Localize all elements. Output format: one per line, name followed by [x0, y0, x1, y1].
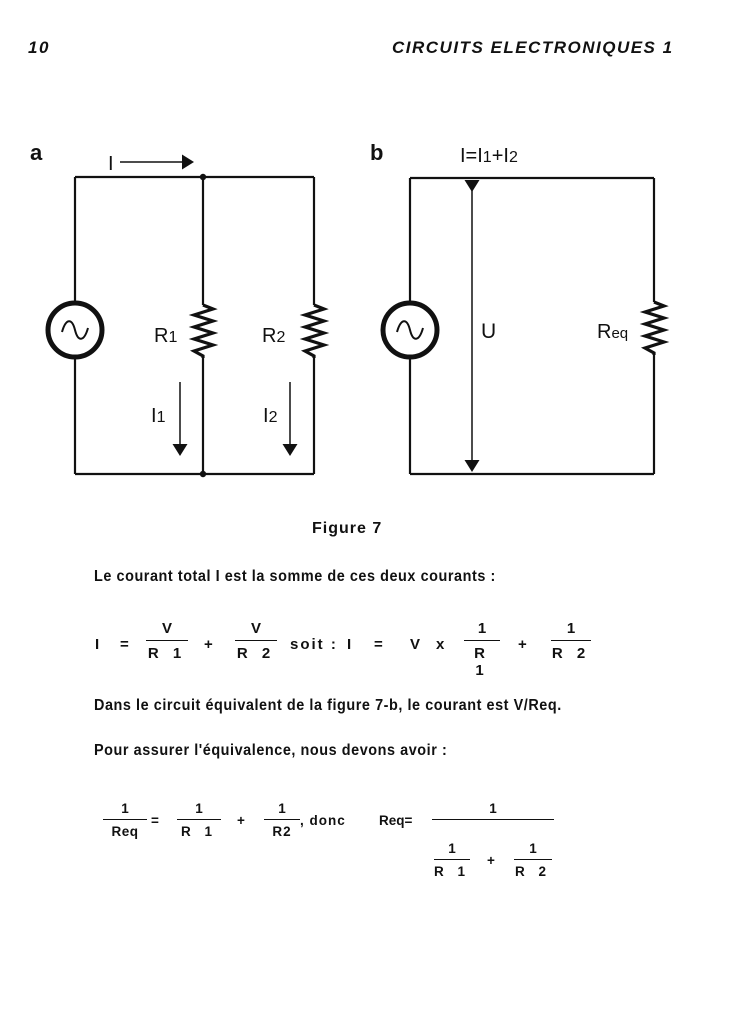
junction-bottom — [199, 470, 207, 478]
r1-label: R1 — [154, 325, 177, 347]
current-sum-label: I=I1+I2 — [460, 145, 518, 167]
req-label: Req — [597, 321, 628, 343]
eq2-fraction-1-r2-den: 1 R 2 — [514, 841, 552, 879]
junction-top — [199, 173, 207, 181]
total-current-label: I — [108, 153, 114, 175]
panel-a-label: a — [30, 140, 43, 165]
ac-source-icon — [380, 300, 440, 360]
eq2-fraction-1-r1: 1 R 1 — [177, 801, 221, 839]
eq1-lhs: I — [95, 636, 100, 653]
eq1-lhs2: I — [347, 636, 352, 653]
ac-source-icon — [45, 300, 105, 360]
resistor-r2-icon — [299, 303, 330, 358]
r2-label: R2 — [262, 325, 285, 347]
eq1-equals: = — [120, 636, 129, 653]
r2-sub: 2 — [276, 329, 285, 346]
resistor-req-icon — [639, 300, 670, 355]
eq2-big-fraction: 1 — [432, 801, 554, 820]
circuit-b: b I=I1+I2 U Req — [370, 140, 670, 476]
eq1-soit: soit : — [290, 636, 338, 653]
paragraph-2: Dans le circuit équivalent de la figure … — [94, 697, 562, 714]
eq2-equals: = — [151, 813, 159, 828]
circuit-a: a I R1 R2 I1 I2 — [30, 140, 330, 478]
eq1-fraction-v-r1: V R 1 — [146, 620, 188, 662]
eq2-plus2: + — [487, 853, 495, 868]
voltage-label: U — [481, 320, 496, 343]
eq2-fraction-1-r1-den: 1 R 1 — [434, 841, 471, 879]
eq2-req-lhs: Req= — [379, 813, 413, 828]
eq1-fraction-1-r2: 1 R 2 — [551, 620, 591, 662]
eq1-times: x — [436, 636, 445, 653]
eq1-fraction-v-r2: V R 2 — [235, 620, 277, 662]
resistor-r1-icon — [188, 303, 219, 358]
eq2-fraction-1-req: 1 Req — [103, 801, 147, 839]
panel-b-label: b — [370, 140, 383, 165]
eq2-fraction-1-r2: 1 R2 — [264, 801, 300, 839]
eq1-plus: + — [204, 636, 213, 653]
r1-sub: 1 — [168, 329, 177, 346]
eq2-donc: , donc — [300, 813, 346, 828]
eq1-equals2: = — [374, 636, 383, 653]
eq1-v: V — [410, 636, 421, 653]
page-number: 10 — [28, 38, 50, 57]
i2-label: I2 — [263, 405, 278, 427]
eq2-plus: + — [237, 813, 245, 828]
figure-caption: Figure 7 — [312, 520, 383, 537]
figure-7-circuits: a I R1 R2 I1 I2 b I=I — [30, 140, 670, 478]
paragraph-3: Pour assurer l'équivalence, nous devons … — [94, 742, 448, 759]
paragraph-1: Le courant total I est la somme de ces d… — [94, 568, 496, 585]
eq1-plus2: + — [518, 636, 527, 653]
running-title: CIRCUITS ELECTRONIQUES 1 — [392, 38, 674, 57]
i1-label: I1 — [151, 405, 166, 427]
eq1-fraction-1-r1: 1 R 1 — [464, 620, 500, 679]
